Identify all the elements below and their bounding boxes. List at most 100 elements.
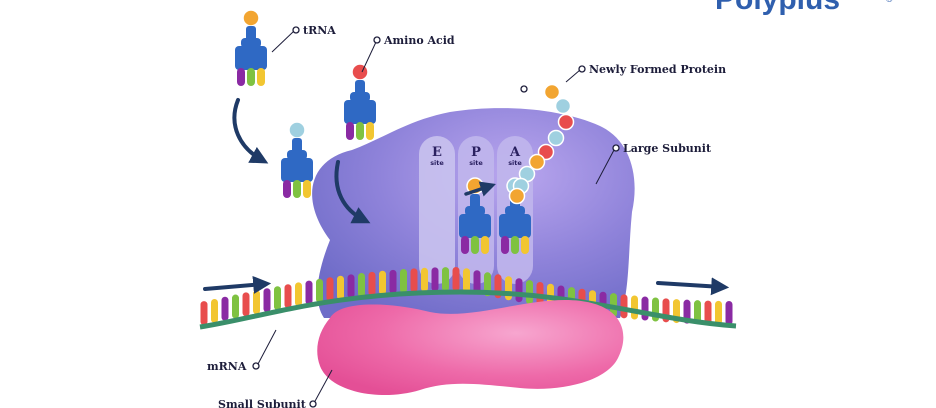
anticodon-base	[501, 236, 509, 254]
mrna-base	[379, 270, 386, 295]
trna-body	[459, 214, 491, 238]
large-subunit-label: Large Subunit	[623, 142, 712, 155]
trna-arm	[287, 150, 307, 160]
mrna-label: mRNA	[207, 360, 247, 373]
trna-body	[344, 100, 376, 124]
e-site-word: site	[430, 159, 444, 167]
anticodon-base	[521, 236, 529, 254]
mrna-base	[347, 274, 355, 299]
trna-arm	[241, 38, 261, 48]
trna-label: tRNA	[303, 24, 336, 37]
trna-body	[235, 46, 267, 70]
amino-acid-label: Amino Acid	[383, 34, 455, 47]
trna-molecule	[344, 63, 376, 140]
mrna-base	[442, 267, 449, 292]
e-site-letter: E	[432, 145, 442, 160]
trna-arm	[505, 206, 525, 216]
anticodon-base	[471, 236, 479, 254]
mrna-base	[515, 278, 523, 303]
brand-logo: Polyplus ®	[715, 0, 893, 16]
mrna-base	[221, 296, 229, 321]
mrna-base	[725, 300, 733, 325]
newly-formed-protein-chain	[508, 83, 575, 205]
a-site-word: site	[508, 159, 522, 167]
amino-acid-bead	[242, 9, 260, 27]
mrna-base	[452, 267, 460, 292]
mrna-base	[316, 278, 323, 303]
p-site-letter: P	[471, 145, 481, 160]
mrna-base	[421, 267, 428, 292]
mrna-base	[526, 280, 533, 305]
anticodon-base	[303, 180, 311, 198]
trna-body	[281, 158, 313, 182]
protein-amino-acid-bead	[508, 187, 526, 205]
mrna-base	[305, 280, 313, 305]
label-mrna: mRNA	[207, 329, 277, 373]
mrna-base	[284, 284, 292, 309]
mrna-base	[410, 268, 418, 293]
trna-enter-arrow-1	[232, 98, 269, 164]
mrna-in-arrow	[203, 275, 272, 294]
peptide-transfer-arrow	[464, 181, 496, 197]
label-amino-acid: Amino Acid	[361, 34, 455, 73]
mrna-base	[326, 277, 334, 302]
anticodon-base	[366, 122, 374, 140]
mrna-base	[463, 268, 470, 293]
p-site-word: site	[469, 159, 483, 167]
label-newly-formed-protein: Newly Formed Protein	[565, 63, 726, 83]
mrna-base	[704, 300, 712, 325]
mrna-base	[505, 276, 512, 301]
mrna-base	[337, 275, 344, 300]
protein-amino-acid-bead	[543, 83, 561, 101]
mrna-base	[431, 267, 439, 292]
mrna-base	[631, 295, 638, 320]
small-subunit	[317, 300, 624, 396]
anticodon-base	[346, 122, 354, 140]
anticodon-base	[511, 236, 519, 254]
protein-amino-acid-bead	[557, 113, 575, 131]
anticodon-base	[481, 236, 489, 254]
amino-acid-bead	[351, 63, 369, 81]
anticodon-base	[293, 180, 301, 198]
mrna-backbone	[199, 289, 737, 330]
protein-amino-acid-bead	[547, 129, 565, 147]
mrna-base	[715, 300, 722, 325]
trna-arm	[350, 92, 370, 102]
amino-acid-bead	[288, 121, 306, 139]
mrna-out-arrow	[656, 277, 730, 296]
protein-amino-acid-bead	[528, 153, 546, 171]
mrna-base	[200, 301, 208, 326]
anticodon-base	[237, 68, 245, 86]
e-site-column	[419, 136, 455, 284]
label-trna: tRNA	[271, 24, 336, 53]
brand-name: Polyplus	[715, 0, 840, 16]
brand-reg-mark: ®	[886, 0, 893, 4]
mrna-base	[242, 292, 250, 317]
mrna-base	[211, 298, 218, 323]
mrna-base	[620, 294, 628, 319]
a-site-letter: A	[509, 145, 521, 160]
mrna-base	[400, 269, 407, 294]
newly-formed-protein-label: Newly Formed Protein	[589, 63, 726, 76]
anticodon-base	[283, 180, 291, 198]
mrna-base	[694, 300, 701, 325]
trna-molecule	[281, 121, 313, 198]
small-subunit-label: Small Subunit	[218, 398, 307, 408]
trna-body	[499, 214, 531, 238]
mrna-base	[389, 269, 397, 294]
mrna-base	[263, 288, 271, 313]
mrna-base	[295, 282, 302, 307]
mrna-base	[253, 290, 260, 315]
trna-group	[235, 9, 531, 254]
mrna-base	[368, 271, 376, 296]
mrna-base	[232, 294, 239, 319]
mrna-base	[358, 273, 365, 298]
anticodon-base	[461, 236, 469, 254]
mrna-base	[473, 270, 481, 295]
trna-molecule	[235, 9, 267, 86]
decorative-dot	[520, 85, 528, 93]
label-large-subunit: Large Subunit	[595, 142, 712, 185]
protein-amino-acid-bead	[554, 97, 572, 115]
mrna-base	[641, 296, 649, 321]
